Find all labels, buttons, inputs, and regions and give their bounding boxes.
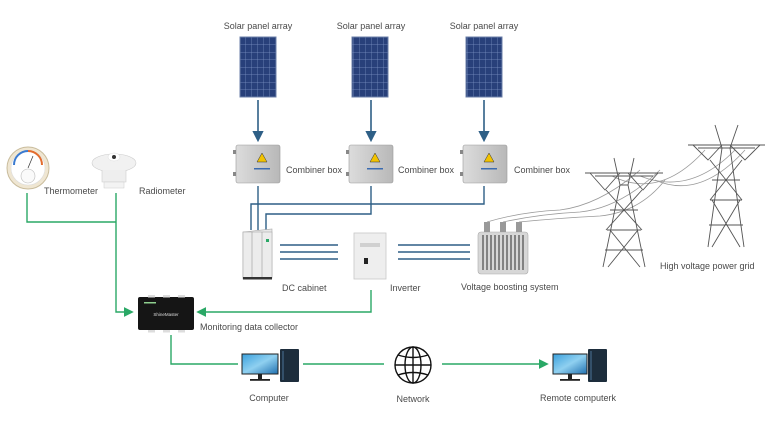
label-high-voltage-power-grid: High voltage power grid <box>660 261 755 271</box>
label-voltage-boosting-system: Voltage boosting system <box>461 282 559 292</box>
radiometer-icon <box>91 152 137 189</box>
cabinet-to-inverter-lines <box>280 244 338 260</box>
label-radiometer: Radiometer <box>139 186 186 196</box>
label-solar-panel-array-3: Solar panel array <box>449 21 519 31</box>
label-monitoring-data-collector: Monitoring data collector <box>200 322 299 332</box>
transmission-tower-icon-2 <box>688 124 765 248</box>
label-combiner-box-3: Combiner box <box>514 165 571 175</box>
transmission-tower-icon-1 <box>585 157 663 268</box>
label-dc-cabinet: DC cabinet <box>282 283 327 293</box>
data-collector-icon: ShineMaster <box>138 295 194 333</box>
data-lines <box>26 193 549 369</box>
remote-computer-icon <box>552 349 607 382</box>
thermometer-icon <box>6 146 50 190</box>
inverter-to-transformer-lines <box>398 244 470 260</box>
combiner-to-cabinet-lines <box>250 186 485 230</box>
inverter-icon <box>353 232 387 280</box>
label-computer: Computer <box>249 393 289 403</box>
overhead-wires <box>486 149 746 223</box>
solar-panel-icon-2 <box>351 36 389 98</box>
label-solar-panel-array-2: Solar panel array <box>336 21 406 31</box>
combiner-box-icon-3 <box>460 144 508 184</box>
label-solar-panel-array-1: Solar panel array <box>223 21 293 31</box>
dc-cabinet-icon <box>242 228 273 280</box>
combiner-box-icon-2 <box>346 144 394 184</box>
solar-panel-icon-1 <box>239 36 277 98</box>
collector-brand: ShineMaster <box>153 312 179 317</box>
label-combiner-box-1: Combiner box <box>286 165 343 175</box>
solar-panel-icon-3 <box>465 36 503 98</box>
network-globe-icon <box>394 346 432 384</box>
label-inverter: Inverter <box>390 283 421 293</box>
label-combiner-box-2: Combiner box <box>398 165 455 175</box>
combiner-box-icon-1 <box>233 144 281 184</box>
transformer-icon <box>477 222 529 275</box>
label-thermometer: Thermometer <box>44 186 99 196</box>
computer-icon <box>241 349 299 382</box>
label-network: Network <box>396 394 430 404</box>
label-remote-computer: Remote computerk <box>539 393 617 403</box>
